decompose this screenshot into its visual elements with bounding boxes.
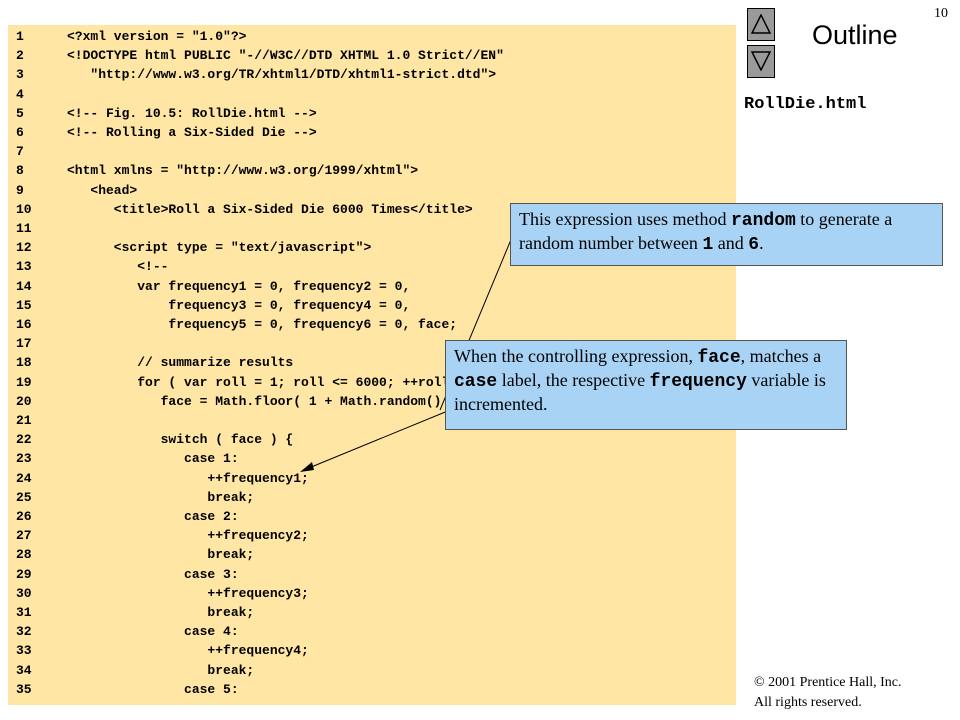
line-number: 5 [16, 105, 24, 121]
line-number: 9 [16, 182, 24, 198]
line-number: 2 [16, 48, 24, 64]
callout-code: random [730, 211, 796, 231]
callout-text: . [759, 233, 764, 253]
code-text: case 3: [67, 566, 239, 582]
code-text: // summarize results [67, 355, 294, 371]
line-number: 10 [16, 201, 32, 217]
line-number: 7 [16, 144, 24, 160]
code-text: frequency5 = 0, frequency6 = 0, face; [67, 317, 458, 332]
code-text: <!-- Fig. 10.5: RollDie.html --> [67, 105, 317, 121]
code-text: frequency3 = 0, frequency4 = 0, [67, 297, 411, 313]
line-number: 17 [16, 336, 32, 352]
line-number: 35 [16, 681, 32, 697]
line-number: 12 [16, 240, 32, 256]
code-text: face = Math.floor( 1 + Math.random() * 6… [67, 393, 497, 409]
triangle-down-icon [751, 51, 771, 71]
callout-text: , matches a [740, 346, 822, 366]
callout-code: frequency [649, 372, 747, 392]
code-text: <html xmlns = "http://www.w3.org/1999/xh… [67, 163, 419, 179]
previous-slide-button[interactable] [747, 8, 775, 41]
callout-text: variable is incremented. [454, 370, 826, 414]
line-number: 14 [16, 278, 32, 294]
code-text: var frequency1 = 0, frequency2 = 0, [67, 278, 411, 294]
line-number: 23 [16, 451, 32, 467]
line-number: 8 [16, 163, 24, 179]
callout-text: label, the respective [497, 370, 650, 390]
callout-text: to generate a random number between [519, 209, 893, 253]
line-number: 33 [16, 643, 32, 659]
copyright-notice: © 2001 Prentice Hall, Inc. All rights re… [754, 673, 902, 713]
line-number: 20 [16, 393, 32, 409]
line-number: 6 [16, 125, 24, 140]
code-text: break; [67, 547, 255, 563]
line-number: 18 [16, 355, 32, 371]
code-text: <head> [67, 182, 138, 198]
callout-code: 1 [702, 235, 714, 255]
line-number: 24 [16, 470, 32, 486]
outline-title: Outline [812, 20, 898, 50]
code-text: ++frequency4; [67, 643, 309, 659]
pointer-line-case [303, 407, 456, 471]
code-text: "http://www.w3.org/TR/xhtml1/DTD/xhtml1-… [67, 67, 497, 83]
code-text: <script type = "text/javascript"> [67, 240, 372, 256]
copyright-line: © 2001 Prentice Hall, Inc. [754, 675, 902, 690]
line-number: 22 [16, 432, 32, 448]
pointer-arrowhead [300, 462, 314, 472]
code-text: <title>Roll a Six-Sided Die 6000 Times</… [67, 201, 473, 217]
code-text: switch ( face ) { [67, 432, 294, 448]
line-number: 1 [16, 29, 24, 44]
next-slide-button[interactable] [747, 45, 775, 78]
triangle-up-icon [751, 14, 771, 34]
line-number: 16 [16, 317, 32, 332]
line-number: 34 [16, 662, 32, 678]
line-number: 30 [16, 585, 32, 601]
code-text: break; [67, 489, 255, 505]
code-text: for ( var roll = 1; roll <= 6000; ++roll… [67, 374, 481, 390]
code-text: break; [67, 662, 255, 678]
line-number: 29 [16, 566, 32, 582]
code-text: <?xml version = "1.0"?> [67, 29, 247, 44]
callout-code: face [697, 348, 741, 368]
rights-line: All rights reserved. [754, 695, 862, 710]
code-text: break; [67, 605, 255, 620]
callout-text: and [713, 233, 749, 253]
callout-text: When the controlling expression, [454, 346, 698, 366]
code-text: case 4: [67, 624, 239, 640]
code-text: <!-- Rolling a Six-Sided Die --> [67, 125, 317, 140]
page-number: 10 [934, 6, 948, 21]
filename-label: RollDie.html [744, 95, 867, 114]
callout-code: case [454, 372, 498, 392]
line-number: 4 [16, 86, 24, 102]
line-number: 13 [16, 259, 32, 275]
code-text: ++frequency1; [67, 470, 309, 486]
callout-code: 6 [748, 235, 760, 255]
code-text: <!DOCTYPE html PUBLIC "-//W3C//DTD XHTML… [67, 48, 504, 64]
callout-random: This expression uses method random to ge… [510, 203, 943, 266]
code-text: <!-- [67, 259, 169, 275]
code-text: ++frequency3; [67, 585, 309, 601]
code-text: case 5: [67, 681, 239, 697]
callout-switch: When the controlling expression, face, m… [445, 340, 847, 430]
line-number: 11 [16, 221, 32, 236]
line-number: 19 [16, 374, 32, 390]
line-number: 26 [16, 509, 32, 524]
line-number: 25 [16, 489, 32, 505]
code-text: case 1: [67, 451, 239, 467]
line-number: 32 [16, 624, 32, 640]
line-number: 15 [16, 297, 32, 313]
line-number: 3 [16, 67, 24, 83]
code-text: case 2: [67, 509, 239, 524]
code-text: ++frequency2; [67, 528, 309, 544]
callout-text: This expression uses method [519, 209, 731, 229]
line-number: 28 [16, 547, 32, 563]
line-number: 27 [16, 528, 32, 544]
line-number: 21 [16, 413, 32, 428]
line-number: 31 [16, 605, 32, 620]
